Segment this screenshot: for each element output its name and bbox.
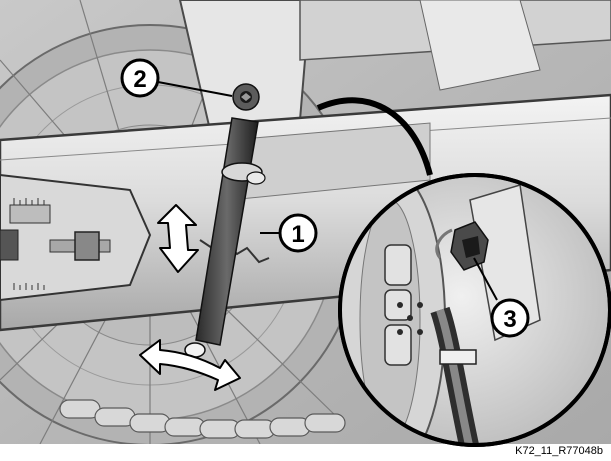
reference-code: K72_11_R77048b bbox=[513, 444, 605, 458]
callout-2-label: 2 bbox=[133, 66, 146, 93]
tool-item-1 bbox=[184, 117, 266, 358]
callout-3: 3 bbox=[490, 298, 530, 338]
callout-1-label: 1 bbox=[291, 221, 304, 248]
callout-2-leader bbox=[157, 81, 233, 97]
up-down-arrow-icon bbox=[157, 204, 199, 273]
screw-item-2 bbox=[232, 83, 260, 111]
callout-2: 2 bbox=[120, 58, 160, 98]
rotate-arrow-icon bbox=[139, 339, 241, 391]
callout-3-label: 3 bbox=[503, 306, 516, 333]
chain-adjuster bbox=[0, 173, 152, 302]
zoom-detail bbox=[338, 173, 611, 447]
frame-bracket bbox=[178, 0, 611, 132]
callout-3-leader bbox=[473, 257, 498, 301]
chain bbox=[59, 399, 346, 439]
zoom-leader-line bbox=[316, 97, 433, 176]
main-scene bbox=[0, 0, 611, 444]
callout-1: 1 bbox=[278, 213, 318, 253]
